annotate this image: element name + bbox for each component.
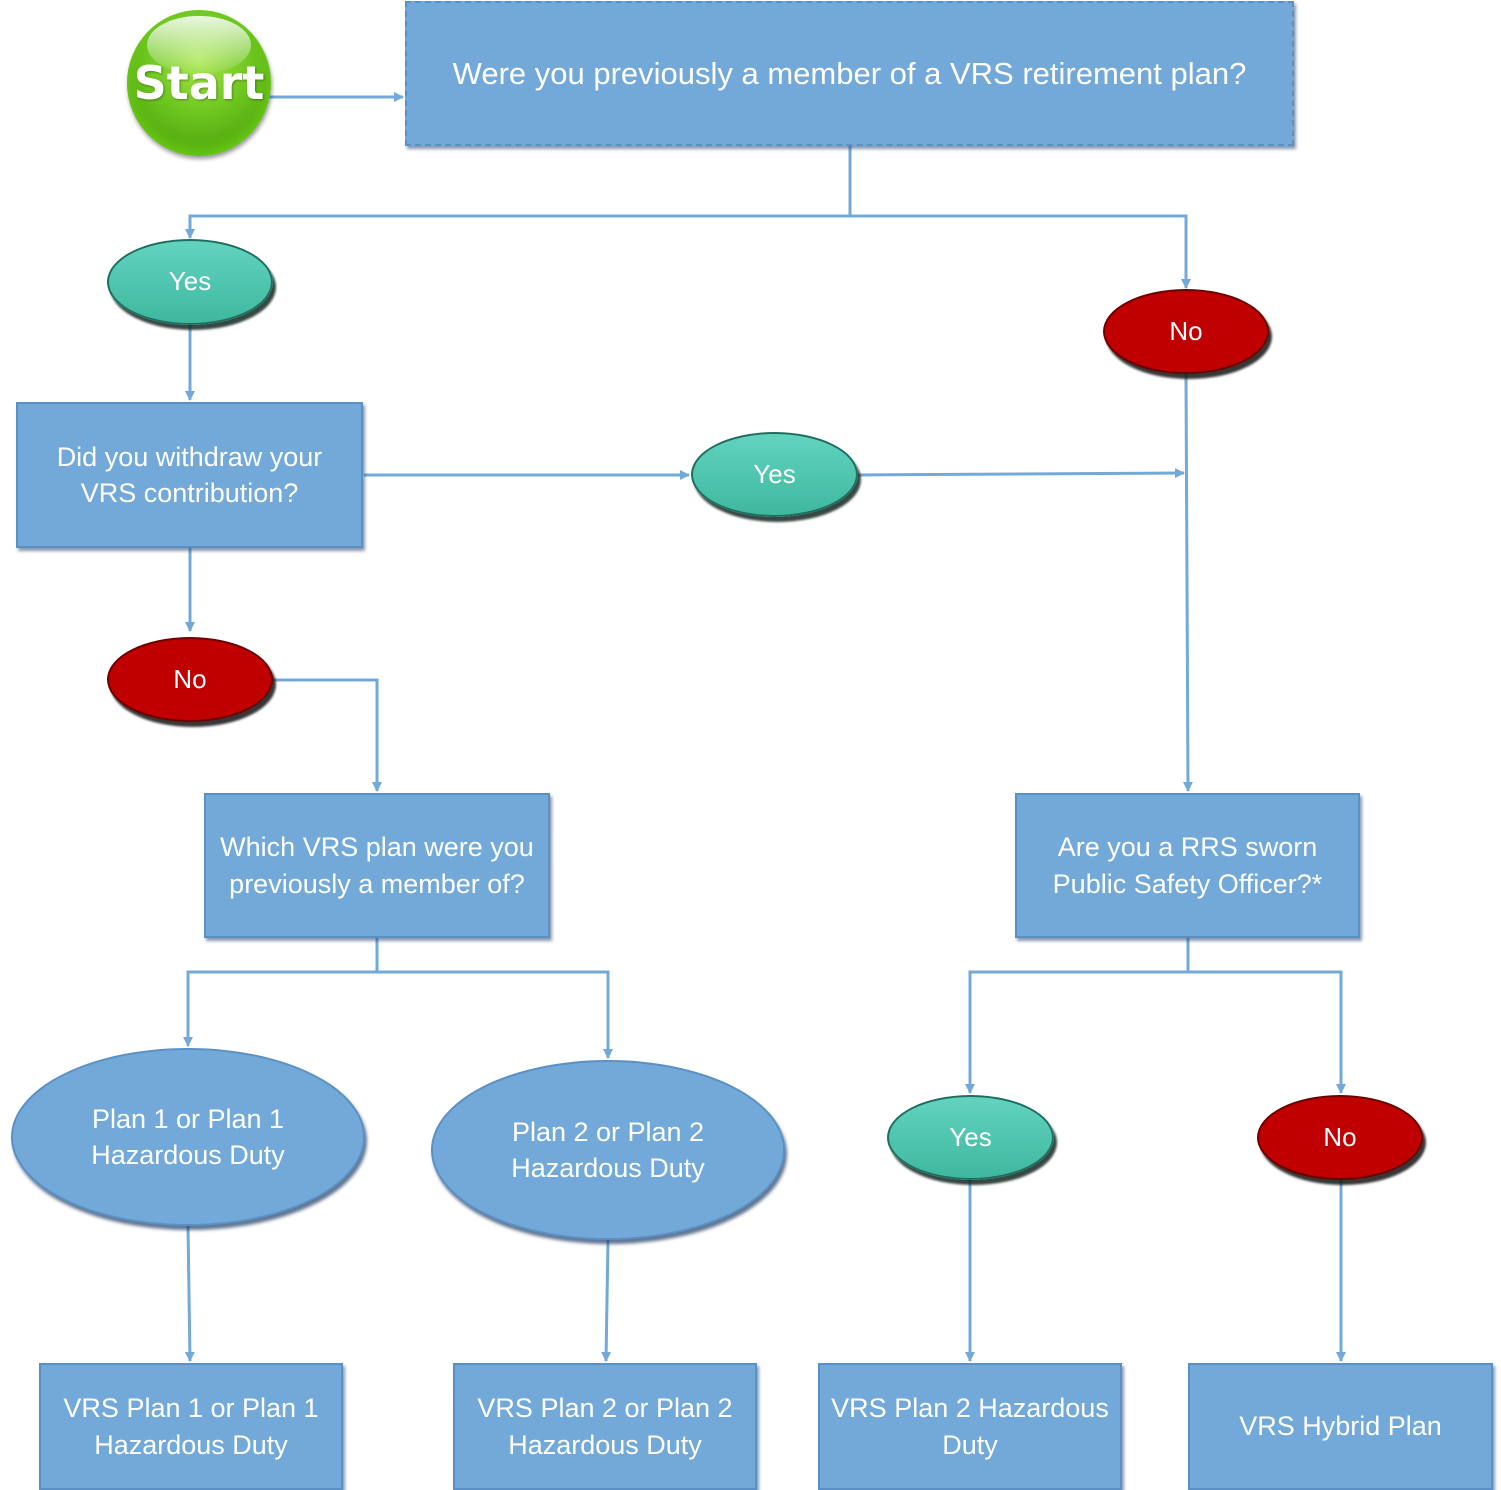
question-withdraw-text: Did you withdraw your VRS contribution? xyxy=(56,441,323,508)
question-rrs-text: Are you a RRS sworn Public Safety Office… xyxy=(1052,832,1323,899)
question-which-plan-text: Which VRS plan were you previously a mem… xyxy=(220,832,534,899)
edge-plan2-to-result xyxy=(601,1239,612,1362)
question-withdraw-box: Did you withdraw your VRS contribution? xyxy=(16,402,363,548)
edge-q-rrs-to-no xyxy=(1188,970,1346,1094)
answer-member-no-label: No xyxy=(1169,315,1203,346)
start-node: Start xyxy=(127,10,271,156)
answer-member-yes-label: Yes xyxy=(168,266,212,297)
edge-no-to-q-which-plan xyxy=(273,678,382,792)
edge-no-to-q-rrs xyxy=(1182,373,1193,792)
option-plan2-text: Plan 2 or Plan 2 Hazardous Duty xyxy=(511,1116,705,1183)
edge-q-member-to-no xyxy=(850,214,1191,289)
result-plan2-box: VRS Plan 2 or Plan 2 Hazardous Duty xyxy=(453,1363,757,1490)
edge-withdraw-yes-to-rrs-line xyxy=(857,468,1185,479)
answer-member-yes: Yes xyxy=(107,239,273,325)
option-plan2: Plan 2 or Plan 2 Hazardous Duty xyxy=(431,1060,785,1240)
result-hybrid-box: VRS Hybrid Plan xyxy=(1188,1363,1493,1490)
result-plan1-box: VRS Plan 1 or Plan 1 Hazardous Duty xyxy=(39,1363,343,1490)
edge-which-plan-to-plan2 xyxy=(377,970,613,1059)
question-member-text: Were you previously a member of a VRS re… xyxy=(452,55,1247,91)
result-hybrid-text: VRS Hybrid Plan xyxy=(1239,1411,1442,1442)
result-plan1-text: VRS Plan 1 or Plan 1 Hazardous Duty xyxy=(63,1393,319,1460)
answer-rrs-no: No xyxy=(1257,1095,1423,1180)
answer-rrs-yes: Yes xyxy=(887,1095,1054,1180)
question-member-box: Were you previously a member of a VRS re… xyxy=(405,1,1294,146)
answer-withdraw-no: No xyxy=(107,637,273,722)
result-plan2-hazardous-box: VRS Plan 2 Hazardous Duty xyxy=(818,1363,1122,1490)
answer-member-no: No xyxy=(1103,289,1269,374)
option-plan1-text: Plan 1 or Plan 1 Hazardous Duty xyxy=(91,1103,285,1170)
result-plan2-text: VRS Plan 2 or Plan 2 Hazardous Duty xyxy=(477,1393,733,1460)
edge-q-rrs-to-yes xyxy=(965,938,1190,1094)
answer-withdraw-no-label: No xyxy=(173,663,207,694)
result-plan2-hazardous-text: VRS Plan 2 Hazardous Duty xyxy=(831,1393,1109,1460)
question-rrs-box: Are you a RRS sworn Public Safety Office… xyxy=(1015,793,1360,938)
answer-rrs-no-label: No xyxy=(1323,1121,1357,1152)
edge-which-plan-to-plan1 xyxy=(183,938,379,1047)
answer-withdraw-yes-label: Yes xyxy=(753,458,796,489)
edge-plan1-to-result xyxy=(184,1225,195,1362)
option-plan1: Plan 1 or Plan 1 Hazardous Duty xyxy=(11,1048,365,1226)
question-which-plan-box: Which VRS plan were you previously a mem… xyxy=(204,793,550,938)
answer-withdraw-yes: Yes xyxy=(691,432,858,517)
edge-q-member-to-yes xyxy=(185,146,852,239)
answer-rrs-yes-label: Yes xyxy=(949,1121,992,1152)
start-label: Start xyxy=(133,55,265,110)
